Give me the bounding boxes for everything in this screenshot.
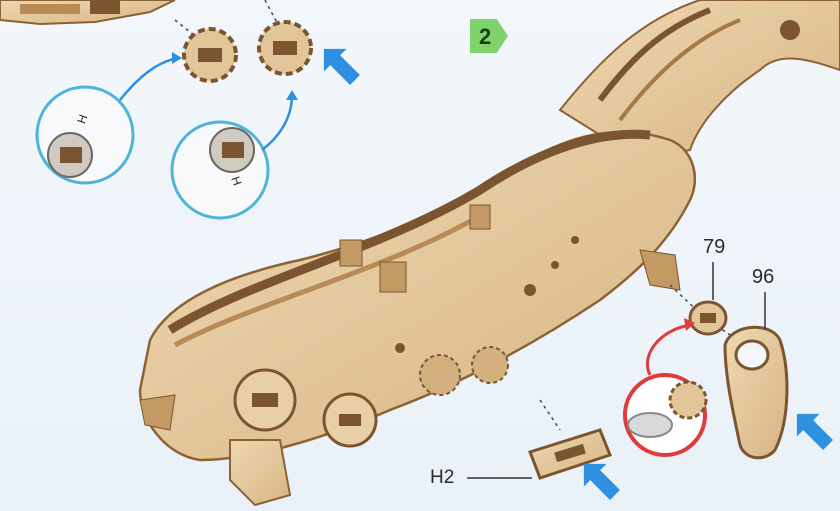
arrow-icon (313, 38, 367, 92)
part-label-79: 79 (703, 236, 725, 259)
part-96-lever (725, 292, 787, 458)
arrow-icon (786, 403, 840, 457)
step-number-badge: 2 (470, 19, 508, 53)
part-label-h2: H2 (430, 467, 454, 489)
step-number: 2 (479, 24, 491, 50)
loose-gear-right (259, 22, 311, 74)
part-label-96: 96 (752, 266, 774, 289)
highlight-detail-circle (625, 318, 706, 455)
top-left-assembly-fragment (0, 0, 175, 24)
loose-gear-left (184, 29, 236, 81)
detail-circle-gear-right (172, 122, 268, 218)
detail-circle-gear-left (37, 87, 133, 183)
part-79-disc (690, 262, 726, 334)
